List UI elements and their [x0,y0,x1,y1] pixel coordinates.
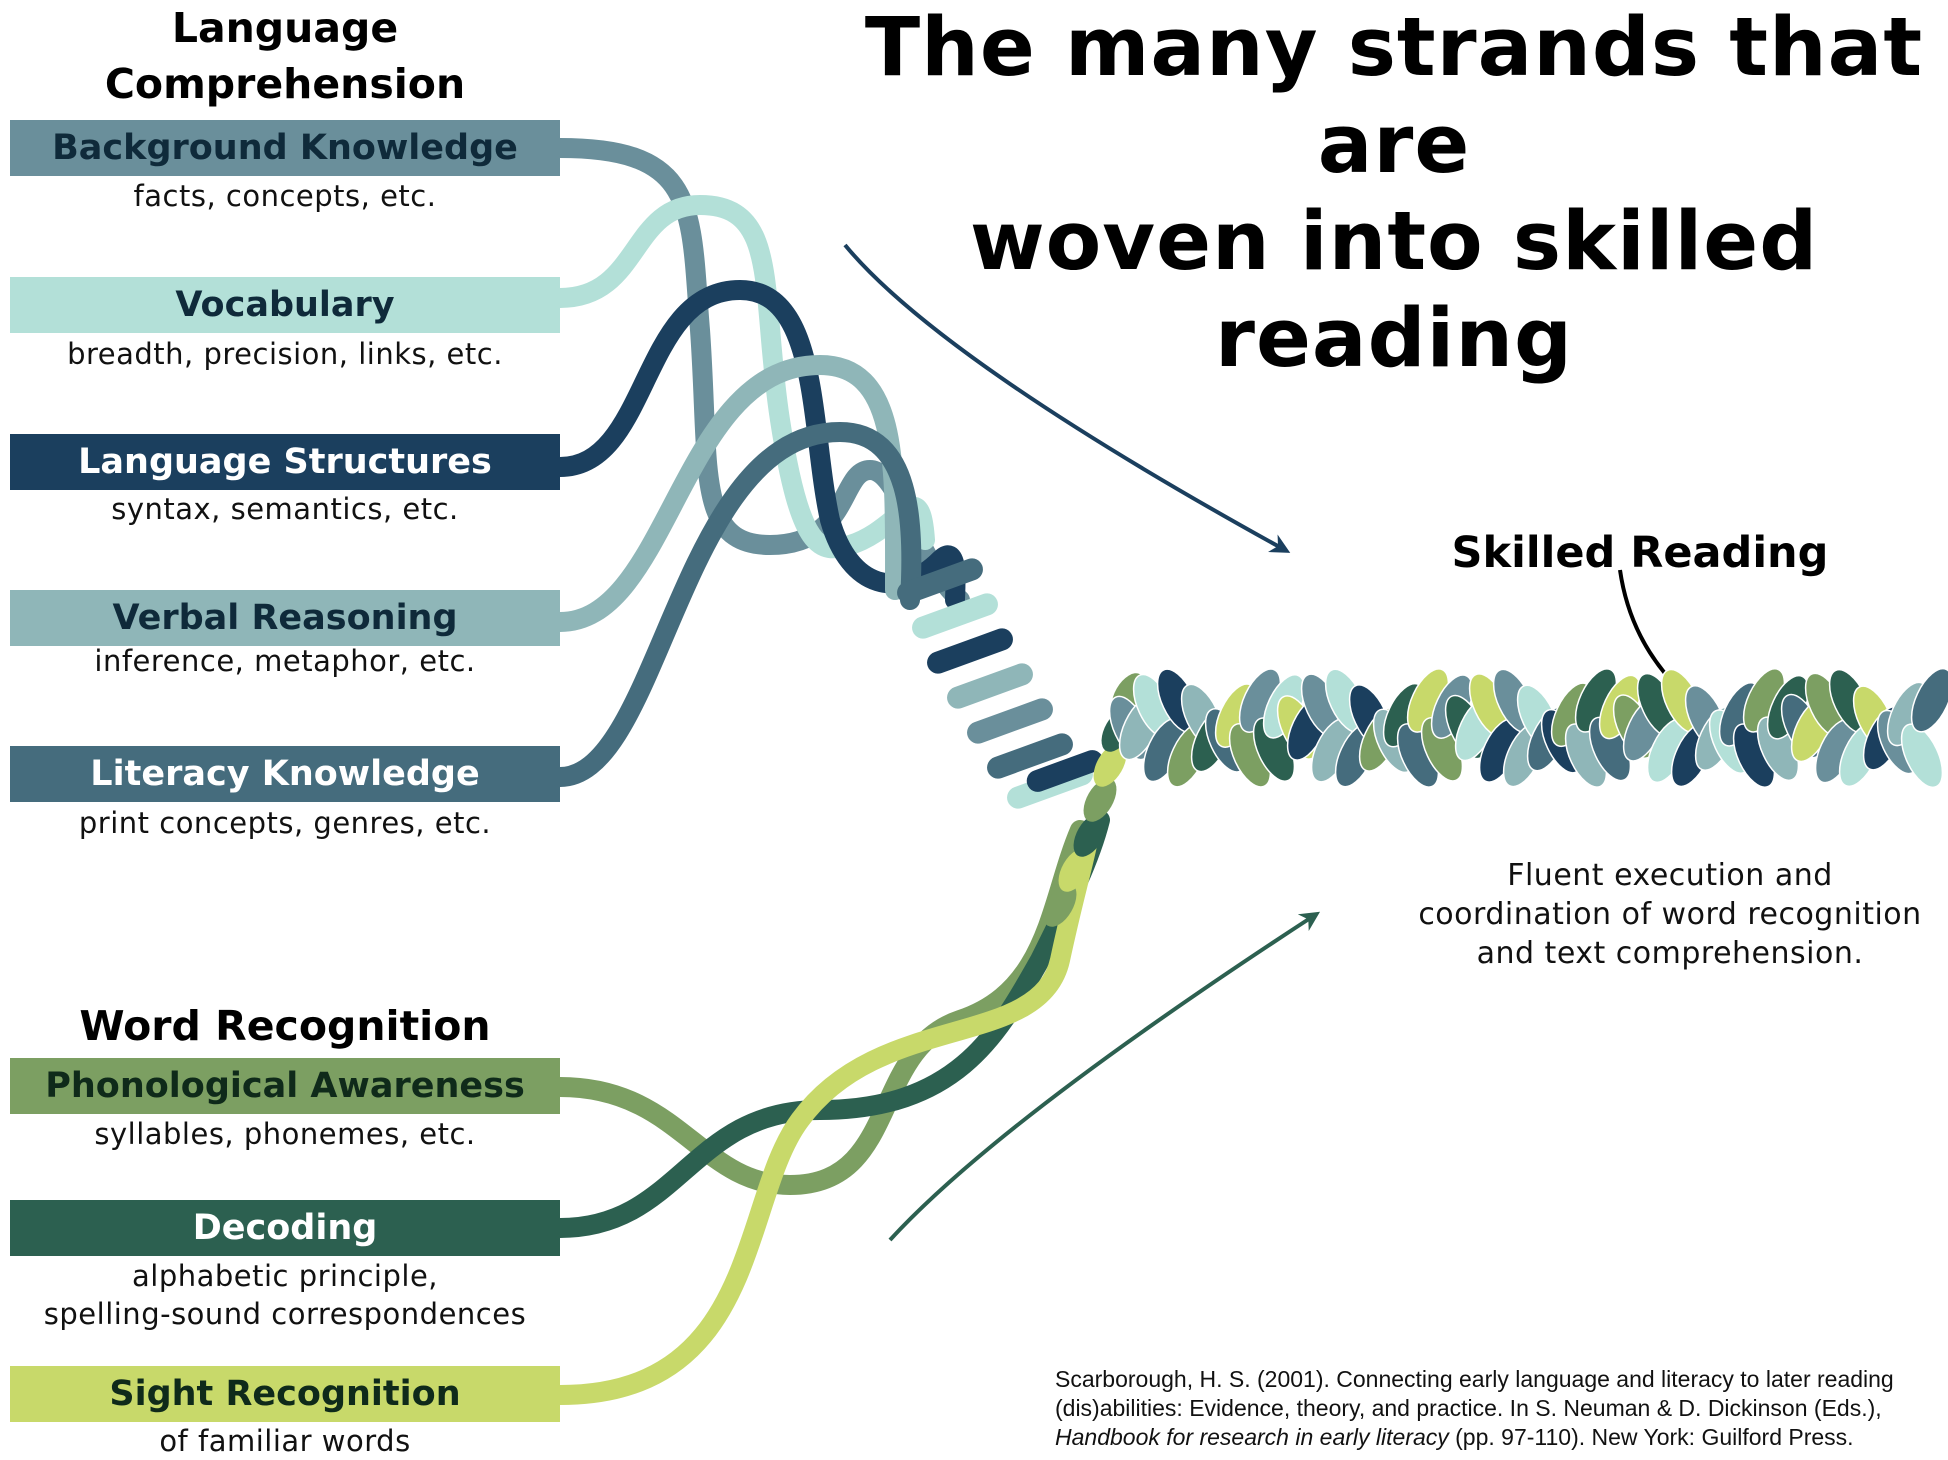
citation-line-1: Scarborough, H. S. (2001). Connecting ea… [1055,1366,1894,1392]
recognition-arrow [888,911,1321,1242]
upper-rope-segment [897,558,1104,809]
strand-detail-phonological-awareness: syllables, phonemes, etc. [94,1117,476,1151]
description-line-3: and text comprehension. [1476,936,1864,971]
strand-label-literacy-knowledge: Literacy Knowledge [10,746,560,802]
description-line-2: coordination of word recognition [1418,897,1922,932]
strand-detail-literacy-knowledge: print concepts, genres, etc. [78,806,492,840]
strand-sight-recognition [550,820,1100,1405]
strand-detail-vocabulary: breadth, precision, links, etc. [67,337,503,371]
heading-line-2: Comprehension [104,60,466,108]
strand-detail-background-knowledge: facts, concepts, etc. [133,179,437,213]
strand-label-sight-recognition: Sight Recognition [10,1366,560,1422]
page-title: The many strands that are woven into ski… [840,0,1948,388]
decoding-detail-line-1: alphabetic principle, [131,1259,439,1293]
citation-line-2: (dis)abilities: Evidence, theory, and pr… [1055,1395,1882,1421]
strand-detail-language-structures: syntax, semantics, etc. [111,492,459,526]
strand-label-background-knowledge: Background Knowledge [10,120,560,176]
citation-line-3: Handbook for research in early literacy … [1055,1423,1945,1452]
title-line-1: The many strands that are [864,1,1924,192]
citation: Scarborough, H. S. (2001). Connecting ea… [1055,1365,1945,1452]
rope-segment [1900,723,1944,789]
skilled-reading-label: Skilled Reading [1451,528,1829,578]
strand-label-decoding: Decoding [10,1200,560,1256]
strand-label-phonological-awareness: Phonological Awareness [10,1058,560,1114]
citation-book-title: Handbook for research in early literacy [1055,1424,1449,1450]
description-line-1: Fluent execution and [1507,858,1833,893]
comprehension-arrow [843,243,1291,553]
strand-detail-sight-recognition: of familiar words [159,1424,411,1458]
citation-publisher: (pp. 97-110). New York: Guilford Press. [1448,1424,1854,1450]
strand-language-structures [550,279,966,610]
word-recognition-heading: Word Recognition [79,1002,491,1050]
strand-literacy-knowledge [550,421,922,787]
strand-detail-decoding: alphabetic principle, spelling-sound cor… [10,1257,560,1333]
strand-label-vocabulary: Vocabulary [10,277,560,333]
skilled-reading-description: Fluent execution and coordination of wor… [1400,856,1940,973]
heading-line-1: Language [171,4,399,52]
decoding-detail-line-2: spelling-sound correspondences [43,1297,527,1331]
strand-detail-verbal-reasoning: inference, metaphor, etc. [94,644,476,678]
strand-label-language-structures: Language Structures [10,434,560,490]
language-comprehension-heading: Language Comprehension [10,0,560,112]
strand-label-verbal-reasoning: Verbal Reasoning [10,590,560,646]
title-line-2: woven into skilled reading [969,195,1819,386]
combined-rope [1108,667,1948,789]
rope-segment [1910,667,1948,733]
